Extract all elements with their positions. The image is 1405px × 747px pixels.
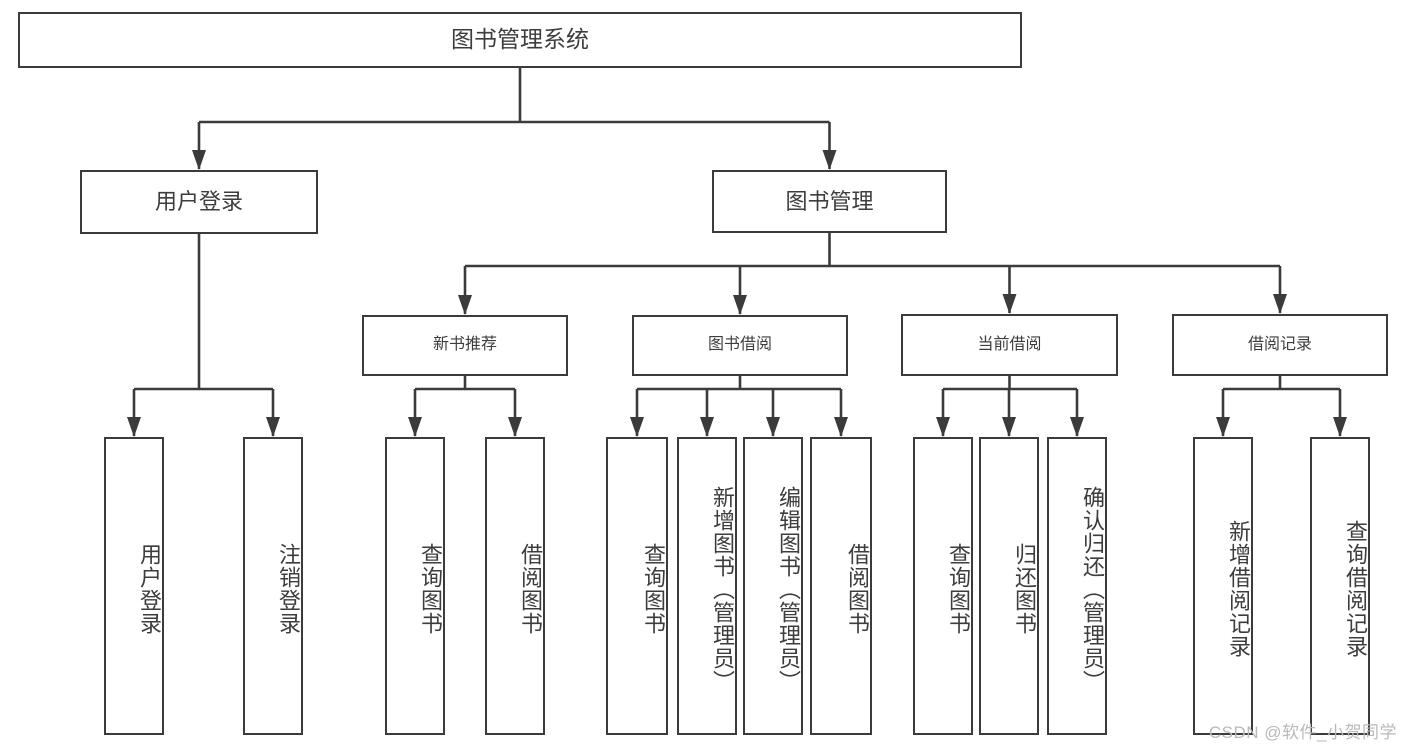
connector-arrowhead — [936, 417, 950, 437]
node-label-borrow-3: 编辑图书（管理员） — [776, 485, 801, 693]
node-current-1[interactable]: 查询图书 — [913, 437, 973, 735]
node-borrow-2[interactable]: 新增图书（管理员） — [677, 437, 737, 735]
connector-arrowhead — [1273, 294, 1287, 314]
connector-arrowhead — [1002, 417, 1016, 437]
node-login-1[interactable]: 用户登录 — [104, 437, 164, 735]
connector-arrowhead — [408, 417, 422, 437]
node-label-current-2: 归还图书 — [1012, 543, 1037, 635]
node-login[interactable]: 用户登录 — [80, 170, 318, 234]
node-label-current: 当前借阅 — [977, 335, 1042, 353]
node-label-records: 借阅记录 — [1247, 335, 1312, 353]
connector-arrowhead — [700, 417, 714, 437]
connector-arrowhead — [1333, 417, 1347, 437]
connector-arrowhead — [1070, 417, 1084, 437]
node-label-records-1: 新增借阅记录 — [1226, 520, 1251, 658]
node-label-login: 用户登录 — [154, 189, 243, 215]
connector-arrowhead — [192, 150, 206, 170]
node-newbook[interactable]: 新书推荐 — [362, 315, 568, 376]
node-label-borrow-2: 新增图书（管理员） — [710, 485, 735, 693]
connector-arrowhead — [127, 417, 141, 437]
node-label-borrow: 图书借阅 — [707, 336, 772, 354]
node-label-root: 图书管理系统 — [451, 26, 589, 53]
node-label-records-2: 查询借阅记录 — [1343, 520, 1368, 658]
node-bookmgmt[interactable]: 图书管理 — [712, 170, 947, 233]
node-label-login-2: 注销登录 — [276, 543, 301, 635]
connector-arrowhead — [630, 417, 644, 437]
node-borrow[interactable]: 图书借阅 — [632, 315, 848, 376]
node-label-login-1: 用户登录 — [137, 543, 162, 635]
connector-arrowhead — [733, 295, 747, 315]
connector-arrowhead — [266, 417, 280, 437]
node-newbook-2[interactable]: 借阅图书 — [485, 437, 545, 735]
connector-arrowhead — [822, 150, 837, 170]
connector-arrowhead — [508, 417, 522, 437]
node-label-borrow-4: 借阅图书 — [845, 543, 870, 635]
node-records-2[interactable]: 查询借阅记录 — [1310, 437, 1370, 735]
connector-arrowhead — [766, 417, 780, 437]
node-label-newbook: 新书推荐 — [432, 336, 497, 354]
node-label-newbook-1: 查询图书 — [418, 543, 443, 635]
node-borrow-3[interactable]: 编辑图书（管理员） — [743, 437, 803, 735]
connector-arrowhead — [1002, 294, 1017, 314]
node-label-current-1: 查询图书 — [946, 543, 971, 635]
node-borrow-4[interactable]: 借阅图书 — [810, 437, 872, 735]
node-records-1[interactable]: 新增借阅记录 — [1193, 437, 1253, 735]
node-current[interactable]: 当前借阅 — [901, 314, 1118, 376]
node-label-current-3: 确认归还（管理员） — [1080, 485, 1105, 693]
node-label-borrow-1: 查询图书 — [641, 543, 666, 635]
node-label-bookmgmt: 图书管理 — [785, 188, 874, 214]
node-current-3[interactable]: 确认归还（管理员） — [1047, 437, 1107, 735]
connector-arrowhead — [458, 295, 472, 315]
node-label-newbook-2: 借阅图书 — [518, 543, 543, 635]
node-current-2[interactable]: 归还图书 — [979, 437, 1039, 735]
node-newbook-1[interactable]: 查询图书 — [385, 437, 445, 735]
node-records[interactable]: 借阅记录 — [1172, 314, 1388, 376]
node-login-2[interactable]: 注销登录 — [243, 437, 303, 735]
connector-arrowhead — [1216, 417, 1230, 437]
node-root[interactable]: 图书管理系统 — [18, 12, 1022, 68]
connector-arrowhead — [834, 417, 848, 437]
node-borrow-1[interactable]: 查询图书 — [606, 437, 668, 735]
